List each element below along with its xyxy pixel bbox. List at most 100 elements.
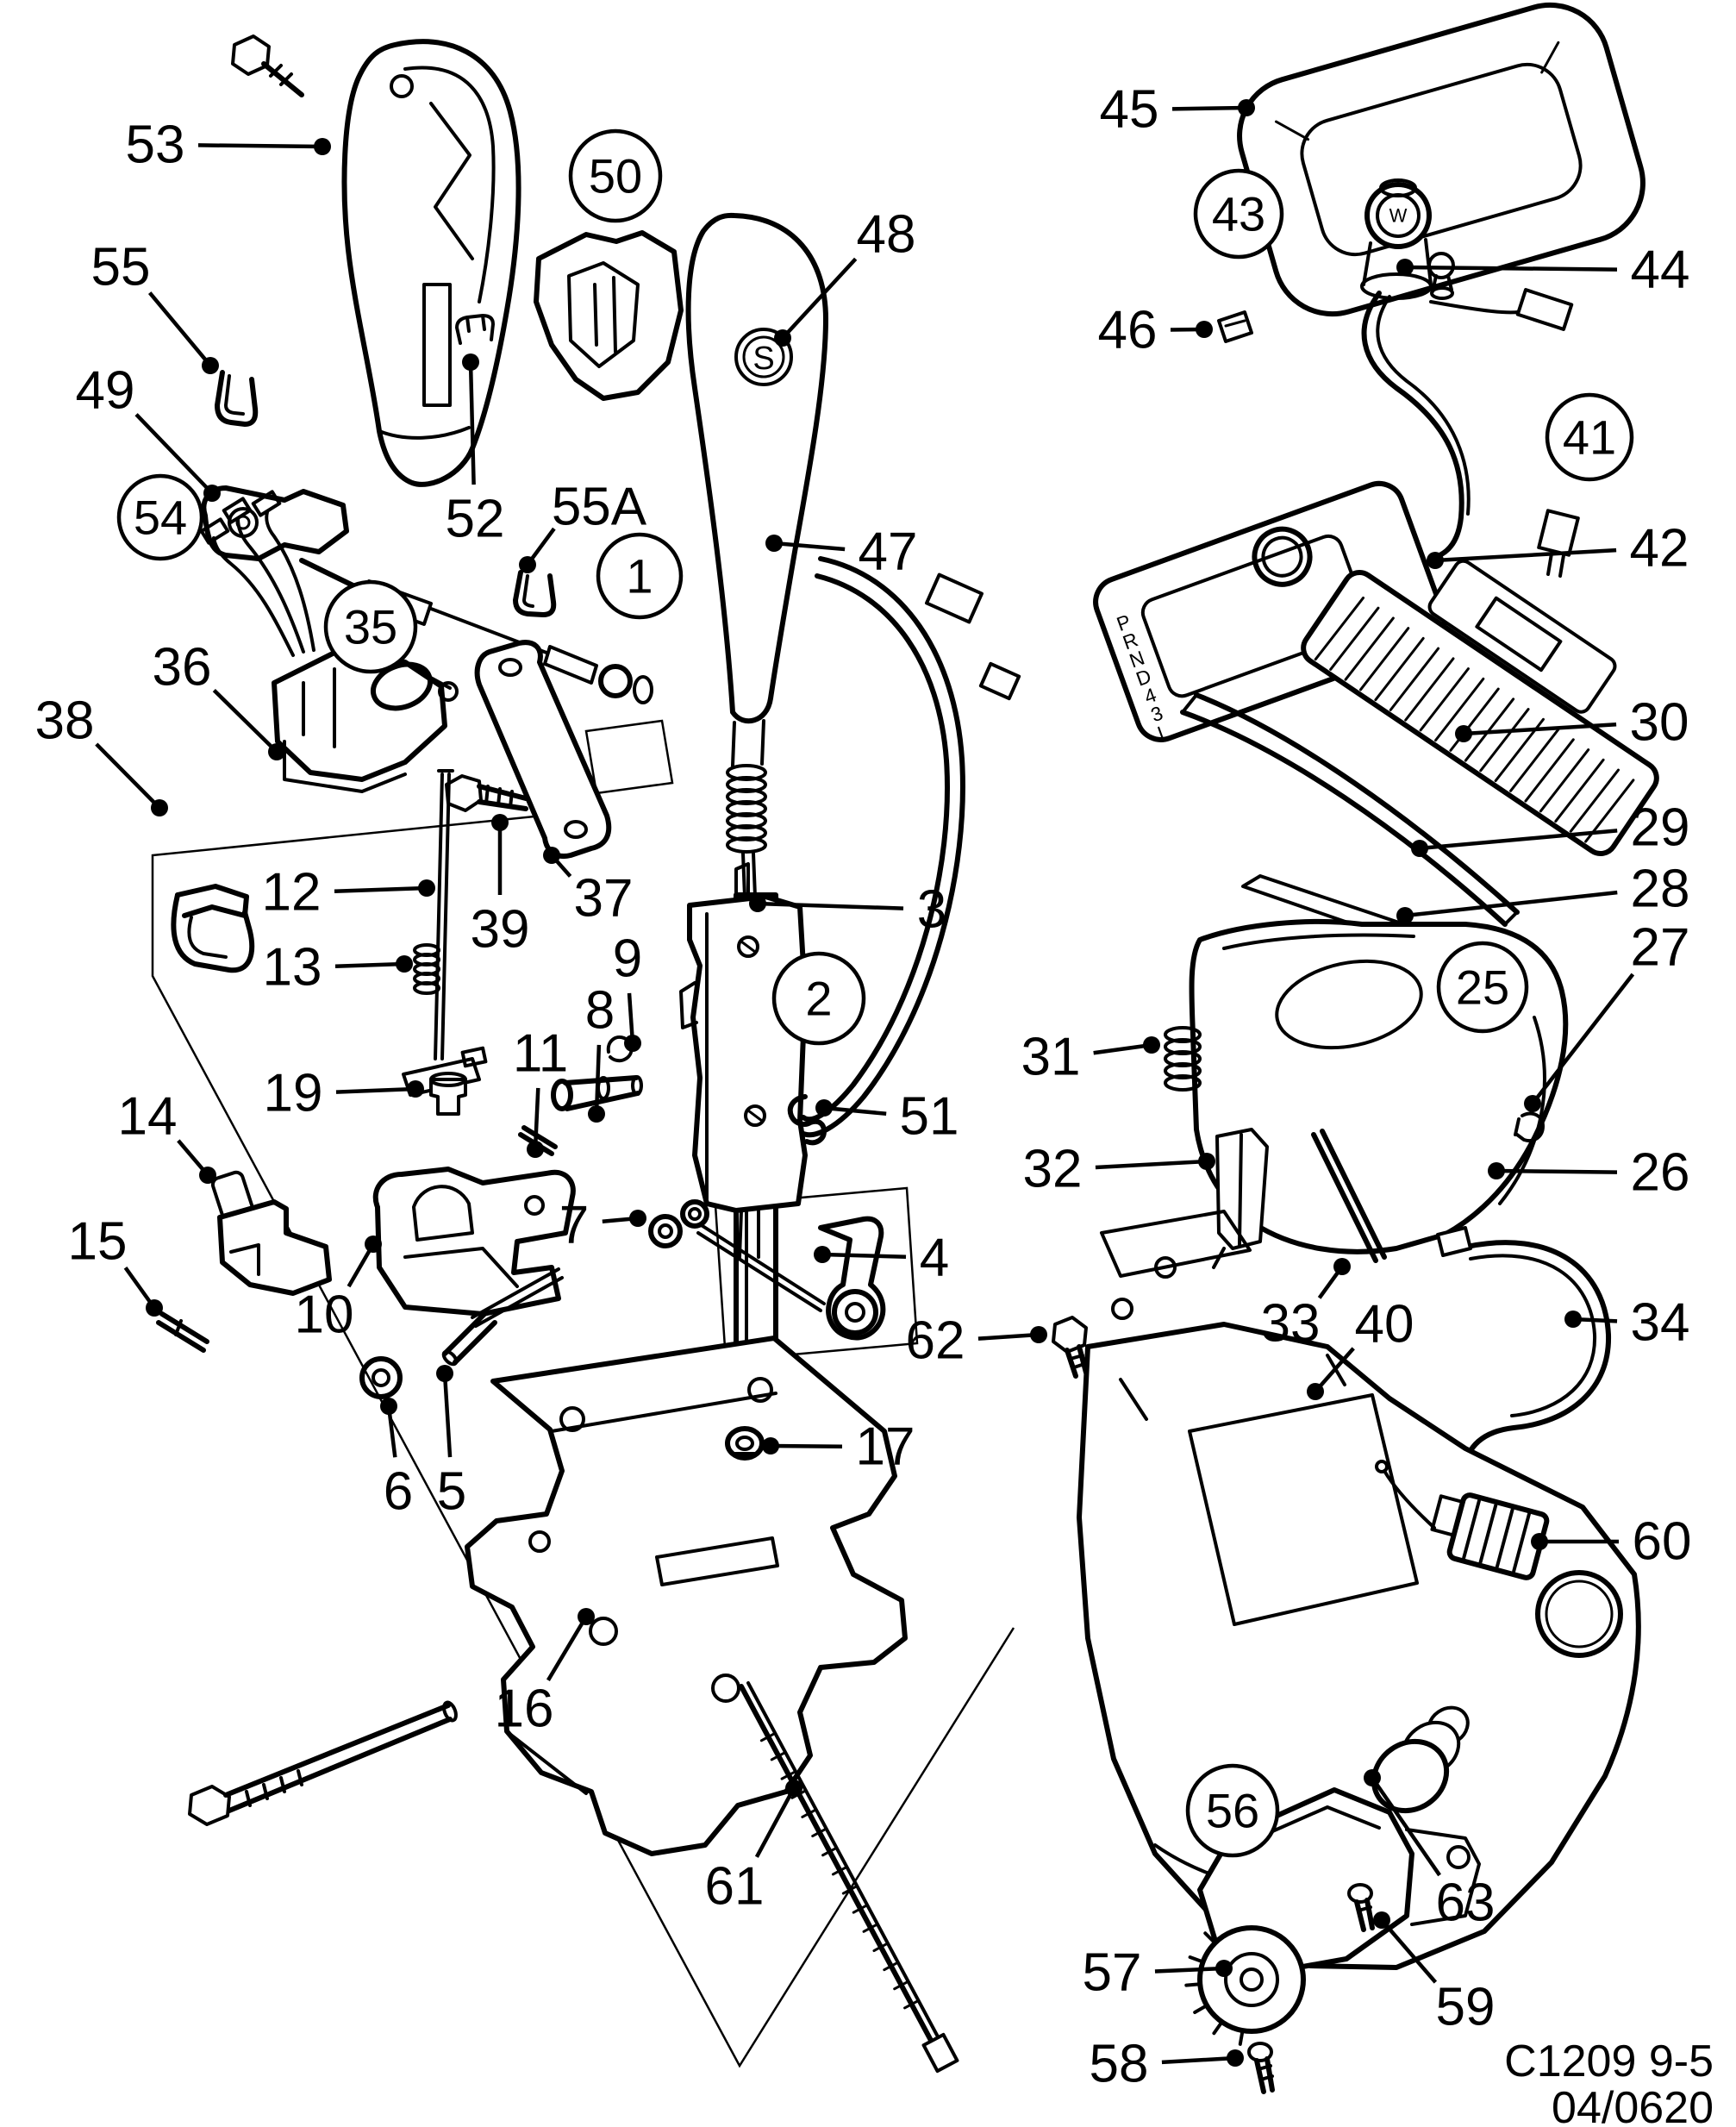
- knob-emblem: S: [752, 341, 774, 377]
- leader-dot: [380, 1398, 397, 1415]
- callout-number: 12: [262, 863, 322, 923]
- leader-dot: [624, 1035, 641, 1052]
- leader-line: [1161, 2055, 1236, 2065]
- assembly-bubble-56: 56: [1185, 1763, 1280, 1858]
- callout-34: 34: [1564, 1293, 1689, 1353]
- part-1-shaft-and-spring: [726, 719, 767, 898]
- part-39-bolt: [445, 774, 528, 812]
- part-29-trim-strip: [1180, 692, 1520, 927]
- leader-line: [1404, 265, 1618, 272]
- leader-line: [212, 689, 278, 754]
- leader-line: [781, 257, 858, 340]
- part-33-rod: [1311, 1129, 1387, 1263]
- svg-text:41: 41: [1563, 410, 1616, 465]
- callout-number: 3: [917, 880, 946, 940]
- leader-line: [1531, 973, 1635, 1105]
- callout-number: 61: [705, 1857, 765, 1917]
- part-55a-clip: [513, 570, 557, 617]
- leader-dot: [814, 1246, 831, 1263]
- drawing-code: C1209 9-5: [1504, 2036, 1714, 2086]
- callout-3: 3: [749, 880, 946, 940]
- leader-line: [442, 1373, 453, 1458]
- leader-dot: [1396, 259, 1414, 276]
- callout-7: 7: [559, 1196, 646, 1255]
- callout-number: 45: [1100, 80, 1159, 140]
- part-62-screw: [1052, 1316, 1089, 1379]
- callout-number: 8: [585, 981, 615, 1041]
- leader-dot: [774, 329, 791, 347]
- callout-number: 49: [76, 361, 135, 421]
- leader-dot: [491, 814, 509, 831]
- part-4-link-roller: [696, 1216, 886, 1341]
- callout-6: 6: [380, 1398, 413, 1522]
- leader-dot: [1215, 1960, 1233, 1977]
- leader-dot: [1531, 1533, 1548, 1550]
- callout-5: 5: [436, 1365, 466, 1522]
- callout-number: 10: [295, 1286, 354, 1345]
- callout-number: 14: [118, 1087, 178, 1147]
- assembly-bubble-25: 25: [1436, 941, 1529, 1034]
- leader-line: [197, 143, 323, 149]
- callout-number: 28: [1631, 860, 1690, 919]
- callout-30: 30: [1455, 693, 1689, 753]
- callout-39: 39: [471, 814, 529, 960]
- svg-text:50: 50: [589, 149, 642, 203]
- screw-icon: [231, 34, 304, 97]
- callout-59: 59: [1373, 1911, 1495, 2037]
- leader-dot: [578, 1608, 595, 1625]
- callout-number: 63: [1436, 1874, 1496, 1933]
- leader-dot: [1373, 1911, 1390, 1929]
- callout-number: 58: [1090, 2035, 1149, 2094]
- leader-line: [1093, 1042, 1152, 1055]
- leader-line: [1154, 1966, 1225, 1974]
- svg-text:1: 1: [626, 549, 653, 604]
- leader-dot: [1524, 1095, 1541, 1112]
- callout-number: 62: [906, 1311, 965, 1371]
- part-58-screw: [1247, 2042, 1275, 2094]
- leader-line: [754, 1786, 796, 1858]
- part-55-clip: [215, 370, 259, 427]
- leader-line: [334, 885, 428, 893]
- callout-53: 53: [126, 116, 331, 175]
- leader-dot: [543, 847, 560, 864]
- part-6-washer: [359, 1356, 403, 1399]
- callout-number: 16: [495, 1680, 554, 1739]
- svg-text:43: 43: [1212, 187, 1265, 241]
- callout-52: 52: [446, 353, 504, 549]
- callout-46: 46: [1098, 301, 1213, 360]
- callout-4: 4: [814, 1229, 949, 1288]
- leader-line: [1496, 1168, 1618, 1174]
- callout-number: 32: [1023, 1140, 1083, 1199]
- callout-number: 55A: [552, 478, 647, 537]
- part-47-gear-knob: S: [685, 212, 828, 724]
- leader-line: [1371, 1776, 1441, 1877]
- part-16-mounting-bracket: [465, 1336, 908, 1856]
- leader-line: [533, 1087, 540, 1150]
- leader-dot: [1307, 1383, 1324, 1400]
- leader-dot: [1227, 2049, 1244, 2067]
- part-44-bulb: [1427, 252, 1455, 300]
- callout-42: 42: [1427, 519, 1689, 579]
- callout-11: 11: [513, 1024, 568, 1158]
- callout-number: 9: [613, 929, 642, 989]
- part-32-bracket: [1212, 1128, 1269, 1269]
- leader-line: [823, 1105, 887, 1116]
- leader-dot: [151, 799, 168, 816]
- callout-number: 4: [920, 1229, 949, 1288]
- callout-27: 27: [1524, 918, 1689, 1112]
- leader-line: [1380, 1918, 1438, 1984]
- svg-text:35: 35: [344, 600, 397, 654]
- callout-number: 31: [1021, 1028, 1081, 1087]
- callout-number: 37: [574, 869, 634, 929]
- leader-dot: [202, 357, 219, 374]
- leader-dot: [1488, 1162, 1505, 1179]
- leader-dot: [314, 138, 331, 155]
- leader-dot: [436, 1365, 453, 1382]
- callout-number: 47: [859, 522, 918, 582]
- leader-dot: [1196, 321, 1213, 338]
- leader-dot: [199, 1167, 216, 1184]
- callout-12: 12: [262, 863, 435, 923]
- callout-number: 38: [35, 691, 95, 751]
- callout-49: 49: [76, 361, 221, 502]
- leader-line: [134, 413, 214, 495]
